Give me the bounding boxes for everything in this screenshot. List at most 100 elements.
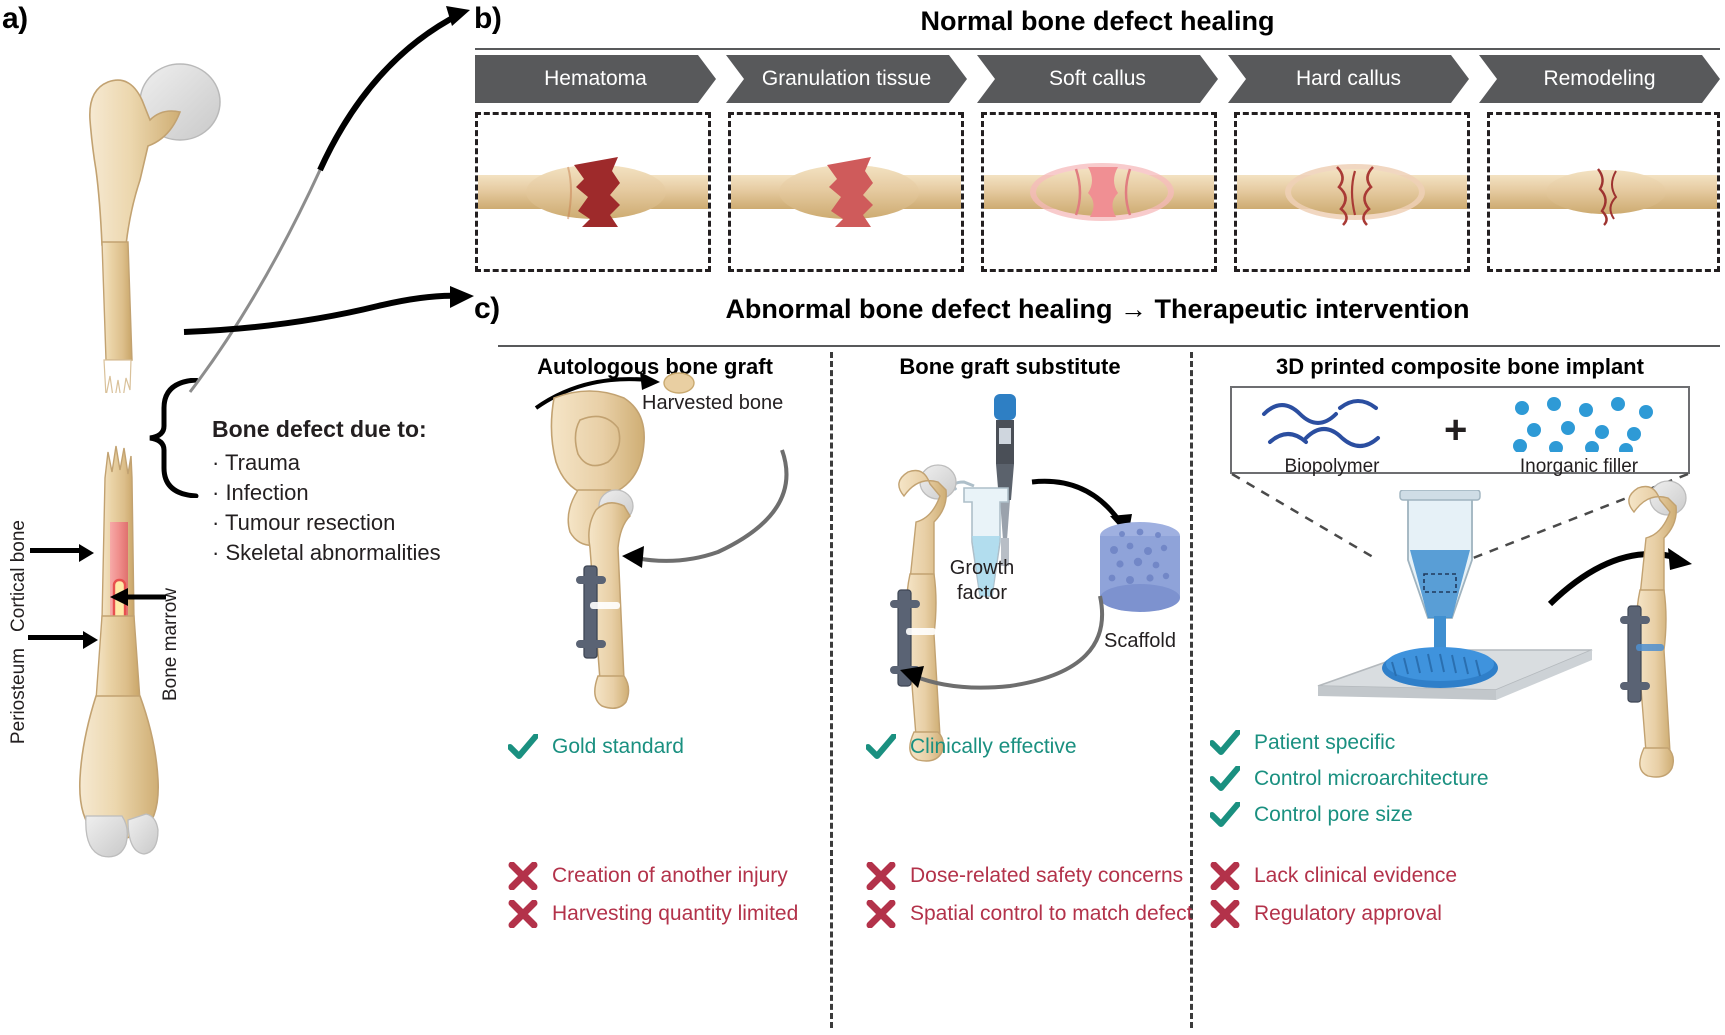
bone-defect-item-0: · Trauma xyxy=(212,450,301,475)
check-icon xyxy=(1210,730,1240,755)
pelvis-femur-illustration xyxy=(550,390,645,709)
panel-c-therapeutic-intervention: c) Abnormal bone defect healing → Therap… xyxy=(470,282,1725,1035)
scaffold-icon xyxy=(1100,522,1180,612)
arrow-to-harvested-bone xyxy=(534,372,660,410)
cross-icon xyxy=(866,900,896,928)
bone-hard-callus-illustration xyxy=(1237,164,1467,226)
pro-item: Patient specific xyxy=(1210,730,1489,756)
con-item: Regulatory approval xyxy=(1210,900,1457,928)
con-item: Creation of another injury xyxy=(508,862,798,890)
growth-factor-label: Growth factor xyxy=(922,556,1042,606)
pro-label: Control microarchitecture xyxy=(1254,767,1489,790)
stage-chevron-soft-callus[interactable]: Soft callus xyxy=(977,55,1218,103)
arrow-cortical-bone xyxy=(30,544,94,562)
cross-icon xyxy=(1210,862,1240,890)
cross-icon xyxy=(1210,900,1240,928)
bone-defect-item-1: · Infection xyxy=(212,480,309,505)
con-label: Harvesting quantity limited xyxy=(552,902,799,925)
cons-list-col3: Lack clinical evidence Regulatory approv… xyxy=(1210,862,1457,938)
cross-icon xyxy=(508,900,538,928)
panel-c-divider xyxy=(498,345,1720,347)
harvested-bone-label: Harvested bone xyxy=(642,392,784,414)
pro-item: Clinically effective xyxy=(866,734,1077,760)
biopolymer-icon xyxy=(1262,399,1380,448)
bone-defect-item-2: · Tumour resection xyxy=(212,510,396,535)
pros-list-col2: Clinically effective xyxy=(866,734,1077,770)
panel-c-title: Abnormal bone defect healing → Therapeut… xyxy=(725,294,1470,324)
pro-label: Clinically effective xyxy=(910,735,1077,758)
panel-b-letter: b) xyxy=(474,2,502,35)
pro-item: Control pore size xyxy=(1210,802,1489,828)
con-label: Dose-related safety concerns xyxy=(910,864,1184,887)
check-icon xyxy=(866,734,896,759)
column-header-bone-graft-substitute: Bone graft substitute xyxy=(899,354,1121,379)
pro-item: Control microarchitecture xyxy=(1210,766,1489,792)
check-icon xyxy=(1210,802,1240,827)
femur-with-implant-col3 xyxy=(1620,480,1687,778)
con-label: Spatial control to match defect xyxy=(910,902,1193,925)
cross-icon xyxy=(508,862,538,890)
pros-list-col3: Patient specific Control microarchitectu… xyxy=(1210,730,1489,838)
arrow-graft-to-defect xyxy=(622,449,789,568)
bone-granulation-illustration xyxy=(731,157,961,227)
femur-illustration xyxy=(78,63,221,858)
con-label: Lack clinical evidence xyxy=(1254,864,1458,887)
biopolymer-label: Biopolymer xyxy=(1284,456,1380,477)
stage-label-2: Soft callus xyxy=(1049,67,1146,90)
con-item: Spatial control to match defect xyxy=(866,900,1193,928)
healing-stage-bar: Hematoma Granulation tissue Soft callus … xyxy=(475,55,1720,103)
con-label: Regulatory approval xyxy=(1254,902,1442,925)
panel-a-letter: a) xyxy=(2,2,28,35)
arrow-scaffold-to-defect xyxy=(900,595,1105,690)
column-header-autologous-bone-graft: Autologous bone graft xyxy=(537,354,773,379)
stage-label-4: Remodeling xyxy=(1543,67,1656,90)
cons-list-col2: Dose-related safety concerns Spatial con… xyxy=(866,862,1193,938)
femur-with-fixation-col2 xyxy=(890,464,957,762)
bone-hematoma-illustration xyxy=(478,157,708,227)
cons-list-col1: Creation of another injury Harvesting qu… xyxy=(508,862,798,938)
check-icon xyxy=(1210,766,1240,791)
panel-a-anatomy: a) xyxy=(0,0,474,1035)
bone-defect-heading: Bone defect due to: xyxy=(212,416,427,442)
stage-chevron-remodeling[interactable]: Remodeling xyxy=(1479,55,1720,103)
composite-inset-box: + xyxy=(1230,386,1690,474)
panel-b-divider xyxy=(475,48,1720,50)
column-separator-1 xyxy=(830,352,833,1028)
check-icon xyxy=(508,734,538,759)
stage-label-0: Hematoma xyxy=(544,67,647,90)
connector-arrow-to-panel-c xyxy=(183,286,474,335)
3d-printer-illustration xyxy=(1317,490,1593,700)
column-separator-2 xyxy=(1190,352,1193,1028)
stage-label-3: Hard callus xyxy=(1295,67,1402,90)
stage-label-1: Granulation tissue xyxy=(761,67,932,90)
stage-chevron-hard-callus[interactable]: Hard callus xyxy=(1228,55,1469,103)
panel-c-letter: c) xyxy=(474,292,500,325)
pro-item: Gold standard xyxy=(508,734,684,760)
arrow-bone-marrow xyxy=(110,588,166,606)
stage-chevron-granulation-tissue[interactable]: Granulation tissue xyxy=(726,55,967,103)
stage-box-soft-callus xyxy=(981,112,1217,272)
pro-label: Control pore size xyxy=(1254,803,1413,826)
label-periosteum: Periosteum xyxy=(8,648,29,745)
bone-remodeling-illustration xyxy=(1490,168,1717,226)
con-label: Creation of another injury xyxy=(552,864,788,887)
pros-list-col1: Gold standard xyxy=(508,734,684,770)
bone-defect-item-3: · Skeletal abnormalities xyxy=(212,540,441,565)
stage-chevron-hematoma[interactable]: Hematoma xyxy=(475,55,716,103)
pro-label: Patient specific xyxy=(1254,731,1396,754)
cross-icon xyxy=(866,862,896,890)
plus-sign: + xyxy=(1444,408,1468,452)
scaffold-label: Scaffold xyxy=(1104,630,1176,652)
curly-brace xyxy=(149,378,199,498)
inorganic-filler-icon xyxy=(1513,397,1653,452)
harvested-bone-chip-icon xyxy=(663,372,695,394)
growth-factor-line1: Growth xyxy=(949,557,1015,579)
arrow-periosteum xyxy=(28,631,98,649)
stage-box-remodeling xyxy=(1487,112,1720,272)
con-item: Dose-related safety concerns xyxy=(866,862,1193,890)
bone-soft-callus-illustration xyxy=(984,163,1214,221)
bone-defect-callout: Bone defect due to: · Trauma · Infection… xyxy=(212,414,472,568)
connector-arrow-to-panel-b xyxy=(188,6,470,393)
stage-box-granulation-tissue xyxy=(728,112,964,272)
stage-box-hard-callus xyxy=(1234,112,1470,272)
